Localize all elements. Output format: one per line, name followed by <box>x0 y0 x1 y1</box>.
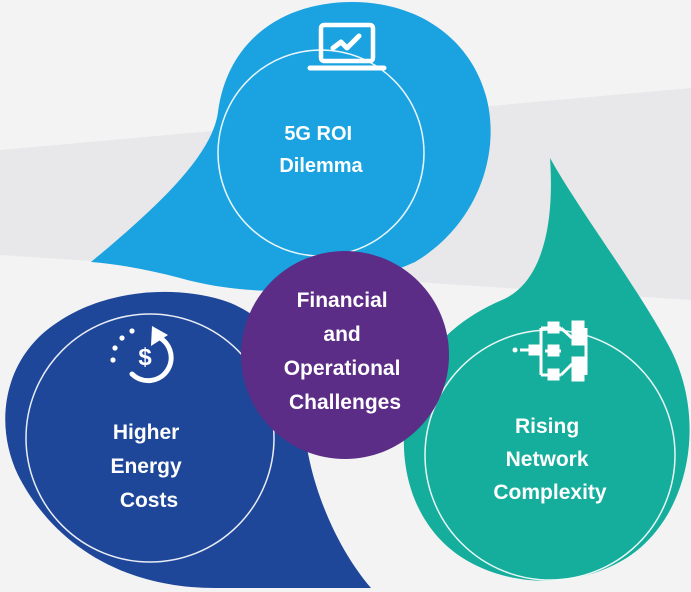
complexity-label-line-2: Network <box>506 448 589 471</box>
roi-drop <box>91 2 491 291</box>
svg-text:$: $ <box>138 344 152 371</box>
roi-label: 5G ROI Dilemma <box>279 123 363 177</box>
network-flow-icon <box>512 320 588 382</box>
complexity-label-line-1: Rising <box>515 415 579 438</box>
roi-label-line-2: Dilemma <box>279 155 363 177</box>
complexity-label-line-3: Complexity <box>493 481 607 504</box>
center-label-line-2: and <box>323 323 360 346</box>
roi-label-line-1: 5G ROI <box>284 123 352 145</box>
energy-label: Higher Energy Costs <box>110 421 187 512</box>
energy-label-line-2: Energy <box>110 455 182 478</box>
complexity-drop <box>403 158 690 581</box>
energy-label-line-3: Costs <box>120 489 178 512</box>
center-label-line-3: Operational <box>284 357 401 380</box>
energy-inner-ring <box>25 313 275 563</box>
energy-label-line-1: Higher <box>113 421 180 444</box>
center-label-line-4: Challenges <box>289 391 401 414</box>
center-label-line-1: Financial <box>297 289 388 312</box>
center-label: Financial and Operational Challenges <box>284 289 407 414</box>
dollar-cycle-icon: $ <box>110 326 174 384</box>
laptop-chart-icon <box>307 22 387 71</box>
center-circle <box>241 251 449 459</box>
complexity-label: Rising Network Complexity <box>493 415 607 504</box>
